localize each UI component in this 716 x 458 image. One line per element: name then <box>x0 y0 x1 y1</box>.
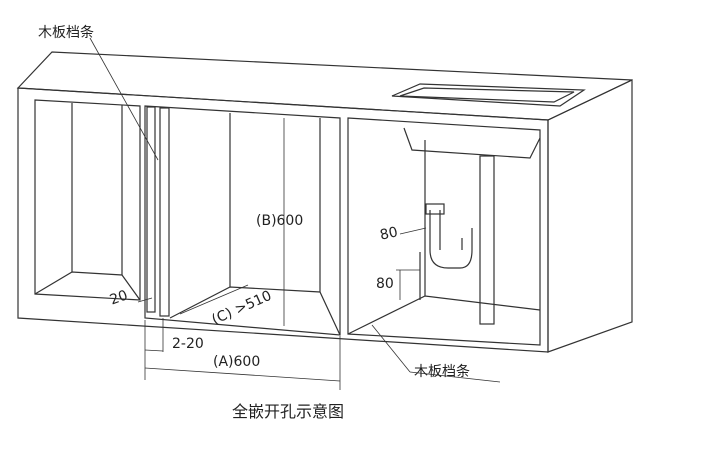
bottom-right-board-label: 木板档条 <box>414 364 470 380</box>
cabinet-outline <box>16 51 633 353</box>
dimension-lines <box>89 37 501 390</box>
diagram-title: 全嵌开孔示意图 <box>232 402 345 421</box>
dim-a-label: (A)600 <box>213 354 261 370</box>
middle-compartment <box>144 105 341 336</box>
dim-b-label: (B)600 <box>256 213 304 229</box>
top-left-board-label: 木板档条 <box>38 25 94 41</box>
left-compartment <box>34 99 141 301</box>
right-compartment <box>347 117 541 346</box>
dim-80-side-label: 80 <box>376 276 394 292</box>
sink <box>391 83 586 325</box>
board-strip <box>146 106 170 317</box>
dim-gap-label: 2-20 <box>172 336 204 352</box>
